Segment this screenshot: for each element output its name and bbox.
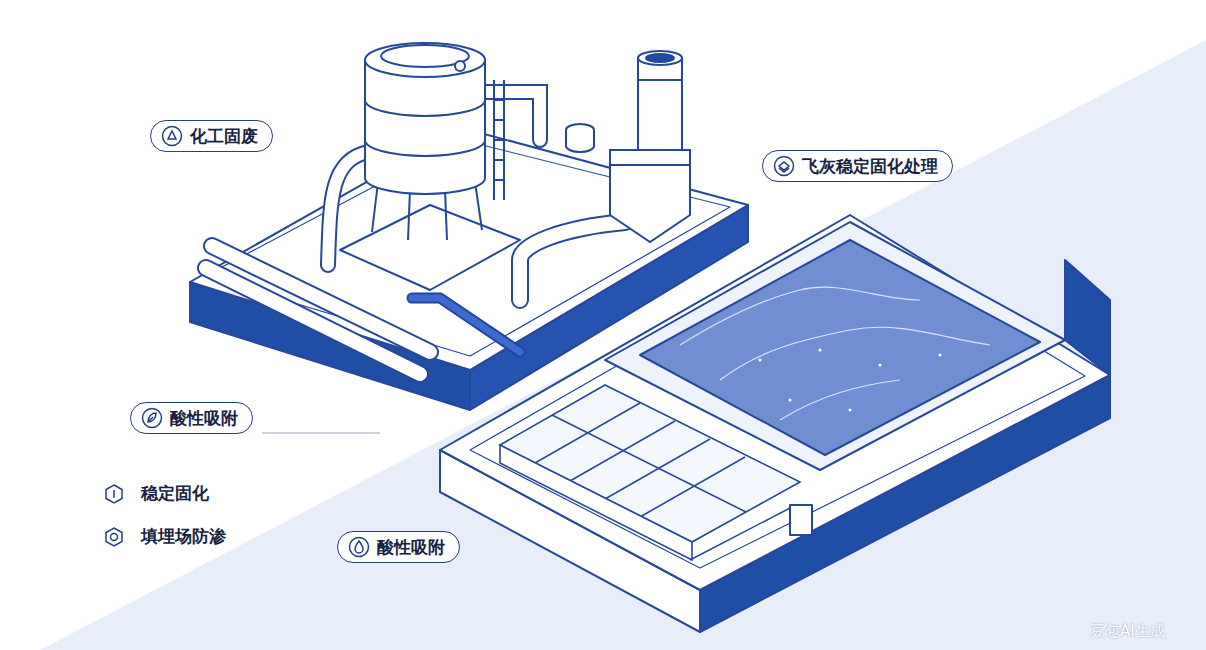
pill-text: 酸性吸附 xyxy=(170,407,238,430)
chimney-part xyxy=(566,130,594,152)
landfill-base xyxy=(440,215,1110,632)
storage-tank-part xyxy=(408,190,410,240)
landfill-pit-part xyxy=(790,505,812,535)
watermark: 豆包AI生成 xyxy=(1090,622,1165,641)
storage-tank-part xyxy=(365,100,485,116)
chimney-part xyxy=(638,79,682,81)
pill-icon xyxy=(161,125,183,147)
legend-item: 填埋场防渗 xyxy=(103,525,226,548)
treatment-cells-part xyxy=(500,445,692,560)
pill-text: 酸性吸附 xyxy=(377,536,445,559)
chimney-part xyxy=(610,150,690,242)
icon-glyph xyxy=(355,541,363,553)
icon-ring xyxy=(143,409,162,428)
plant-pipes-part xyxy=(412,298,520,352)
chimney-part xyxy=(638,58,682,150)
landfill-pit-part xyxy=(849,409,852,412)
landfill-pit-part xyxy=(690,508,790,560)
legend-text: 填埋场防渗 xyxy=(141,525,226,548)
landfill-base-part xyxy=(470,232,1085,568)
pill-text: 化工固废 xyxy=(190,125,258,148)
landfill-pit-part xyxy=(680,287,920,345)
icon-shape xyxy=(143,409,162,428)
landfill-pit-part xyxy=(879,364,882,367)
chimney-part xyxy=(610,164,690,166)
pill-icon xyxy=(773,155,795,177)
background-part xyxy=(262,433,380,434)
icon-ring xyxy=(775,157,794,176)
plant-platform-part xyxy=(340,205,520,290)
background-part xyxy=(40,40,1206,650)
landfill-pit-part xyxy=(605,222,1065,470)
plant-pipes-part xyxy=(520,222,625,300)
icon-shape xyxy=(106,528,122,546)
legend-item: 稳定固化 xyxy=(103,482,209,505)
storage-tank-part xyxy=(365,140,485,156)
storage-tank-part xyxy=(494,139,504,141)
storage-tank-part xyxy=(494,99,504,101)
landfill-base-part xyxy=(440,215,1110,590)
legend-text: 稳定固化 xyxy=(141,482,209,505)
label-pill: 化工固废 xyxy=(150,120,273,152)
landfill-pit-part xyxy=(759,359,762,362)
plant-pipes-part xyxy=(520,222,625,300)
icon-shape xyxy=(775,157,794,176)
plant-pipes-part xyxy=(206,268,420,374)
plant-pipes-part xyxy=(412,298,520,352)
landfill-pit-part xyxy=(1065,260,1110,375)
icon-shape xyxy=(163,127,182,146)
chimney-part xyxy=(646,54,674,62)
landfill-pit-part xyxy=(789,399,792,402)
storage-tank-part xyxy=(445,190,447,240)
icon-ring xyxy=(163,127,182,146)
landfill-pit-part xyxy=(780,380,900,420)
landfill-pit xyxy=(605,222,1110,560)
landfill-pit-part xyxy=(640,240,1040,455)
pill-text: 飞灰稳定固化处理 xyxy=(802,155,938,178)
label-pill: 酸性吸附 xyxy=(337,531,460,563)
plant-pipes-part xyxy=(328,152,368,265)
icon-hexagon xyxy=(106,485,122,503)
chimney-part xyxy=(638,51,682,65)
landfill-pit-part xyxy=(720,327,990,380)
plant-pipes-part xyxy=(206,268,420,374)
storage-tank-part xyxy=(494,159,504,161)
label-pill: 酸性吸附 xyxy=(130,402,253,434)
storage-tank-part xyxy=(494,119,504,121)
storage-tank-part xyxy=(365,60,485,194)
plant-pipes-part xyxy=(328,152,368,265)
storage-tank-part xyxy=(365,43,485,77)
storage-tank-part xyxy=(372,182,378,232)
landfill-pit-part xyxy=(939,354,942,357)
background xyxy=(40,40,1206,650)
chimney xyxy=(566,51,690,242)
storage-tank-part xyxy=(475,182,482,230)
treatment-cells-part xyxy=(605,439,710,499)
icon-glyph xyxy=(148,413,156,422)
pill-icon xyxy=(103,526,125,548)
storage-tank-part xyxy=(494,179,504,181)
icon-glyph xyxy=(168,131,176,139)
storage-tank-part xyxy=(455,61,465,71)
storage-tank xyxy=(365,43,504,240)
pill-icon xyxy=(348,536,370,558)
icon-bar xyxy=(113,490,115,498)
icon-hexagon xyxy=(106,528,122,546)
landfill-pit-part xyxy=(819,349,822,352)
icon-glyph xyxy=(779,162,789,172)
icon-dot xyxy=(111,533,118,540)
icon-shape xyxy=(350,538,369,557)
icon-shape xyxy=(106,485,122,503)
icon-ring xyxy=(350,538,369,557)
pill-icon xyxy=(103,483,125,505)
label-pill: 飞灰稳定固化处理 xyxy=(762,150,953,182)
pill-icon xyxy=(141,407,163,429)
